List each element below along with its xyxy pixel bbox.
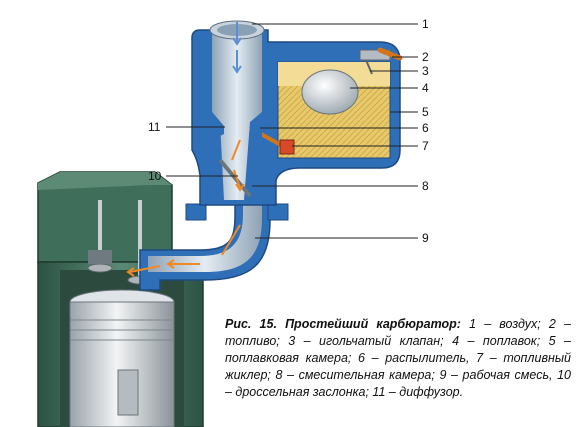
callout-11: 11 [148, 120, 161, 134]
callout-9: 9 [422, 231, 429, 245]
callout-10: 10 [148, 169, 162, 183]
caption-text: 1 – воздух; 2 – топливо; 3 – игольчатый … [225, 317, 571, 399]
callout-labels: 1 2 3 4 5 6 7 8 9 10 11 [148, 17, 429, 245]
float [301, 69, 359, 115]
callout-1: 1 [422, 17, 429, 31]
callout-8: 8 [422, 179, 429, 193]
carburetor-body [185, 20, 403, 221]
callout-7: 7 [422, 139, 429, 153]
piston [69, 289, 175, 427]
flow-arrows [126, 22, 245, 277]
figure-caption: Рис. 15. Простейший карбюратор: 1 – возд… [225, 316, 571, 401]
callout-4: 4 [422, 81, 429, 95]
callout-3: 3 [422, 64, 429, 78]
callout-2: 2 [422, 50, 429, 64]
callout-6: 6 [422, 121, 429, 135]
callout-5: 5 [422, 105, 429, 119]
leader-lines [166, 23, 418, 239]
caption-title: Рис. 15. Простейший карбюратор: [225, 317, 461, 331]
engine-block [37, 171, 204, 427]
throttle-plate [218, 158, 252, 198]
